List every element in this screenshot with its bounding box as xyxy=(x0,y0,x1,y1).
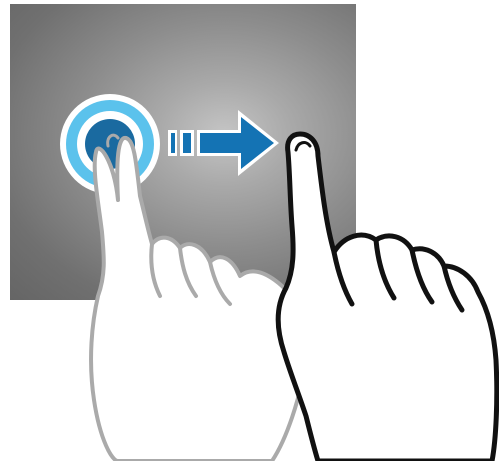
drag-arrow-icon xyxy=(168,110,279,176)
start-hand-icon xyxy=(91,135,307,461)
end-hand-icon xyxy=(278,134,497,461)
